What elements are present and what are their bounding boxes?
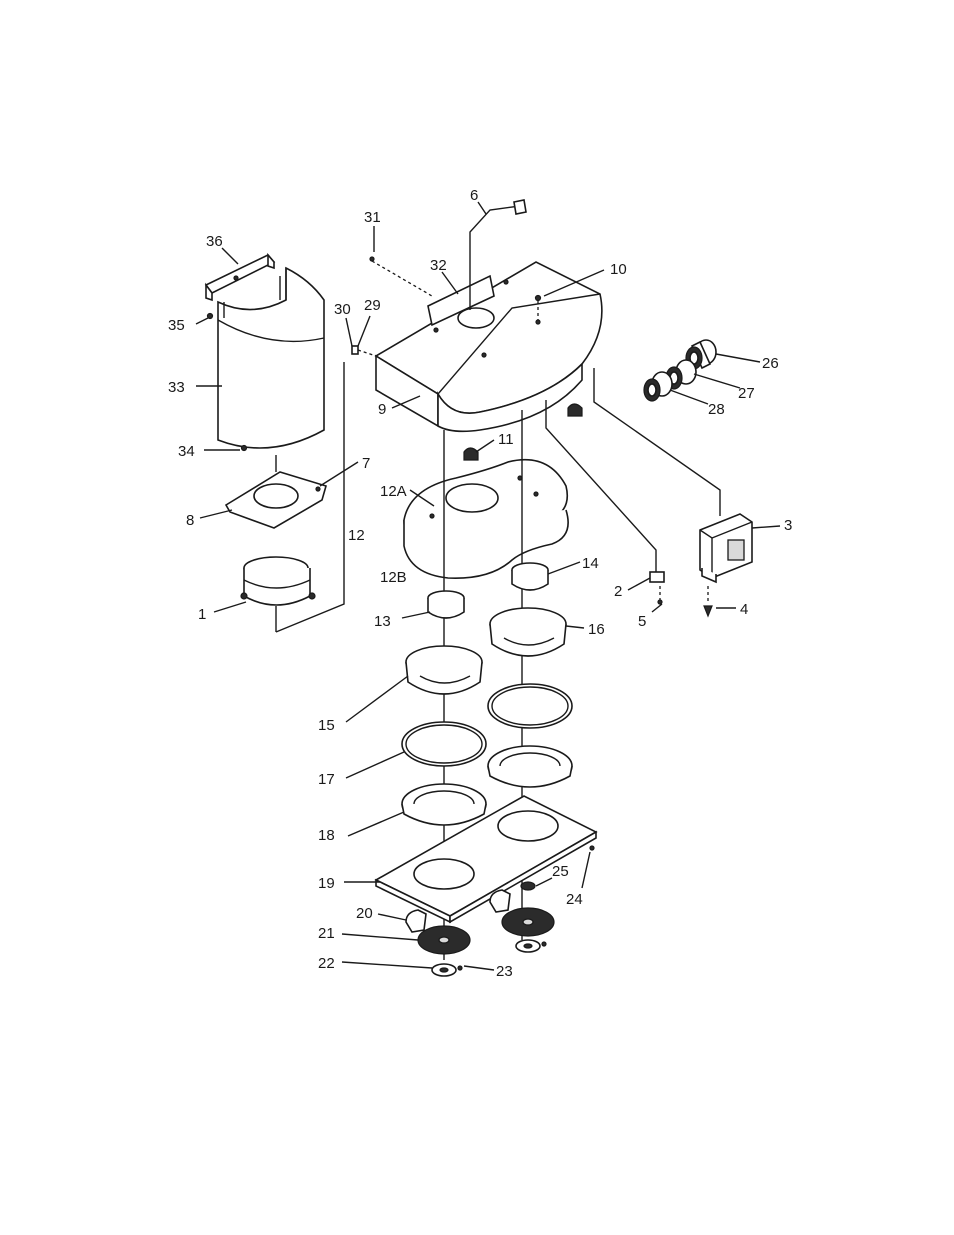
part-23-screw xyxy=(458,966,462,970)
label-4: 4 xyxy=(740,601,748,618)
part-16-impeller xyxy=(490,608,566,656)
part-12a-plate xyxy=(404,460,568,578)
label-20: 20 xyxy=(356,905,373,922)
part-4-screw xyxy=(704,586,712,616)
part-31-screw xyxy=(370,257,374,261)
label-16: 16 xyxy=(588,621,605,638)
label-11: 11 xyxy=(498,431,514,448)
part-11-knob xyxy=(464,448,478,460)
part-20-clip xyxy=(406,910,426,932)
part-8-plate xyxy=(226,472,326,528)
part-22-washer xyxy=(432,964,456,976)
part-35-screw xyxy=(208,314,213,319)
label-30: 30 xyxy=(334,301,351,318)
label-1: 1 xyxy=(198,606,206,623)
label-12b: 12B xyxy=(380,569,407,586)
right-stack xyxy=(488,563,572,787)
label-33: 33 xyxy=(168,379,185,396)
label-26: 26 xyxy=(762,355,779,372)
label-8: 8 xyxy=(186,512,194,529)
part-36-bracket xyxy=(206,255,274,300)
label-17: 17 xyxy=(318,771,335,788)
label-25: 25 xyxy=(552,863,569,880)
label-32: 32 xyxy=(430,257,447,274)
label-29: 29 xyxy=(364,297,381,314)
label-31: 31 xyxy=(364,209,381,226)
right-clip xyxy=(490,890,510,912)
part-18-bowl xyxy=(402,784,486,825)
label-21: 21 xyxy=(318,925,335,942)
part-17-gasket xyxy=(402,722,486,766)
label-3: 3 xyxy=(784,517,792,534)
part-34-screw xyxy=(242,446,247,451)
part-28-capacitor xyxy=(644,372,672,401)
label-22: 22 xyxy=(318,955,335,972)
right-bowl xyxy=(488,746,572,787)
part-1-ring xyxy=(241,557,315,605)
label-27: 27 xyxy=(738,385,755,402)
right-gasket xyxy=(488,684,572,728)
label-35: 35 xyxy=(168,317,185,334)
label-12: 12 xyxy=(348,527,365,544)
part-25-nut xyxy=(521,882,535,890)
part-24-screw xyxy=(590,846,594,850)
housing-foot xyxy=(568,404,582,416)
label-13: 13 xyxy=(374,613,391,630)
right-washer xyxy=(516,940,540,952)
label-15: 15 xyxy=(318,717,335,734)
part-10-screw xyxy=(536,296,541,301)
label-5: 5 xyxy=(638,613,646,630)
part-33-hopper xyxy=(218,268,324,448)
label-6: 6 xyxy=(470,187,478,204)
label-2: 2 xyxy=(614,583,622,600)
part-13-motor xyxy=(428,591,464,618)
base-housing xyxy=(352,200,602,460)
label-34: 34 xyxy=(178,443,195,460)
right-screw xyxy=(542,942,546,946)
label-18: 18 xyxy=(318,827,335,844)
part-14-motor xyxy=(512,563,548,590)
part-15-impeller xyxy=(406,646,482,694)
label-14: 14 xyxy=(582,555,599,572)
label-24: 24 xyxy=(566,891,583,908)
part-2-switch xyxy=(650,572,664,582)
part-5-screw xyxy=(658,600,662,604)
label-7: 7 xyxy=(362,455,370,472)
label-23: 23 xyxy=(496,963,513,980)
label-9: 9 xyxy=(378,401,386,418)
part-30-switch xyxy=(352,346,358,354)
label-19: 19 xyxy=(318,875,335,892)
hopper-assembly xyxy=(206,255,344,632)
label-10: 10 xyxy=(610,261,627,278)
label-36: 36 xyxy=(206,233,223,250)
part-3-transformer xyxy=(700,514,752,582)
label-12a: 12A xyxy=(380,483,407,500)
right-fan xyxy=(502,908,554,936)
part-21-fan xyxy=(418,926,470,954)
label-28: 28 xyxy=(708,401,725,418)
